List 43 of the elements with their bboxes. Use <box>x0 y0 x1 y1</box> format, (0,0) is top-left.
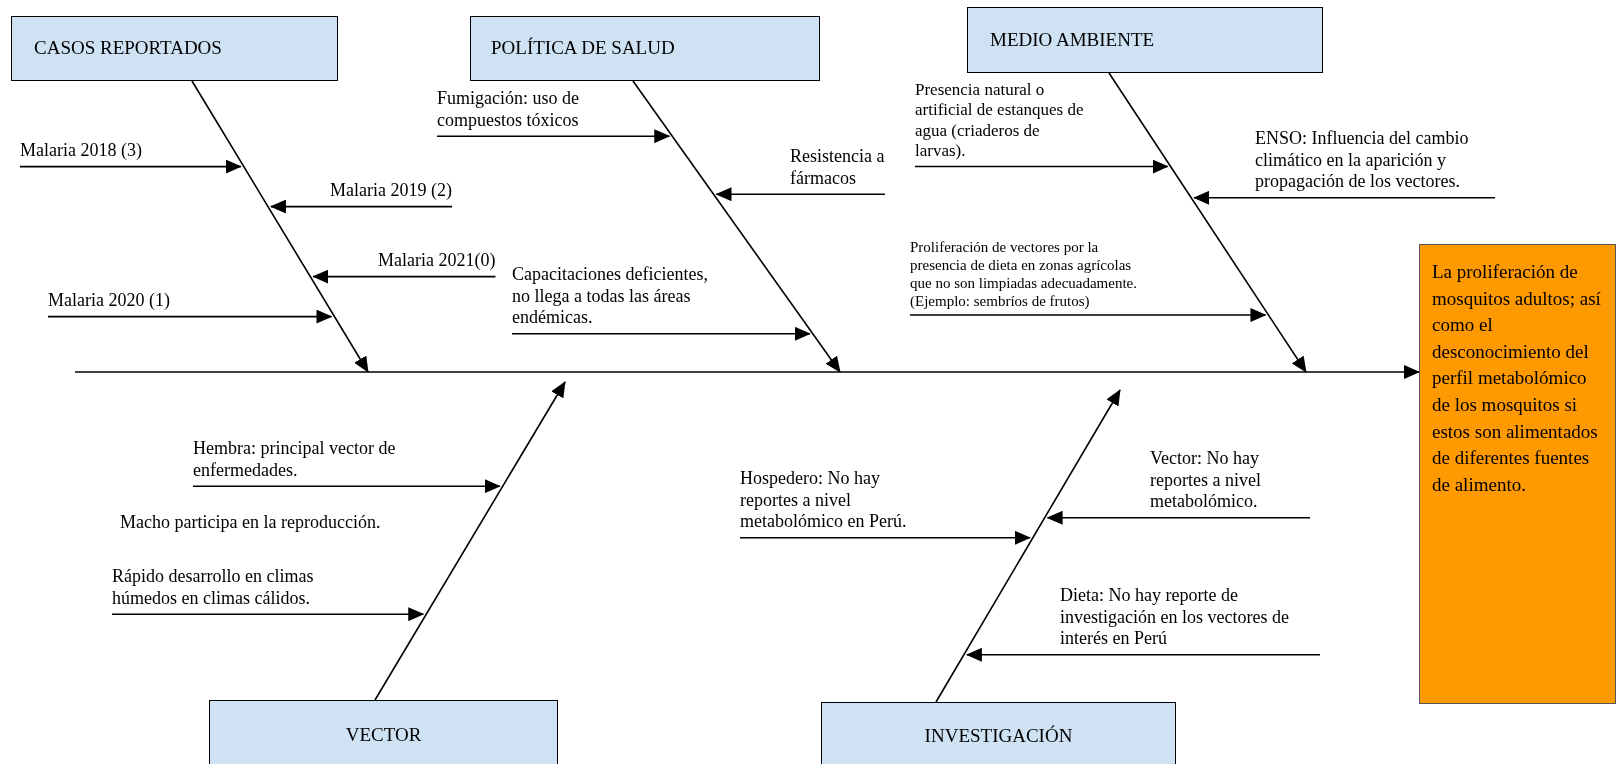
arrow <box>19 159 242 174</box>
cause-text: Resistencia a fármacos <box>790 146 885 190</box>
cause-text: Rápido desarrollo en climas húmedos en climas cálidos. <box>112 566 382 610</box>
cause-text: Fumigación: uso de compuestos tóxicos <box>437 88 637 132</box>
arrow <box>312 269 497 284</box>
cause-text: Malaria 2018 (3) <box>20 140 142 162</box>
arrow <box>74 365 1420 379</box>
arrow <box>715 187 886 202</box>
arrow <box>965 647 1321 662</box>
cause-text: Dieta: No hay reporte de investigación en los vectores de interés en Perú <box>1060 585 1320 650</box>
category-box: MEDIO AMBIENTE <box>967 7 1323 73</box>
effect-box: La proliferación de mosquitos adultos; así como el desconocimiento del perfil metabolómico de los mosquitos si estos son alimentados de diferentes fuentes de alimento. <box>1419 244 1616 704</box>
arrow <box>192 479 501 494</box>
category-box: POLÍTICA DE SALUD <box>470 16 820 81</box>
cause-text: Proliferación de vectores por la presencia de dieta en zonas agrícolas que no son limpiadas adecuadamente. (Ejemplo: sembríos de frutos) <box>910 238 1145 310</box>
arrow <box>1108 72 1307 373</box>
arrow <box>374 381 566 701</box>
arrow <box>914 159 1169 174</box>
cause-text: Malaria 2020 (1) <box>48 290 170 312</box>
cause-text: Macho participa en la reproducción. <box>120 512 381 533</box>
arrow <box>909 308 1267 322</box>
cause-text: Presencia natural o artificial de estanques de agua (criaderos de larvas). <box>915 80 1090 162</box>
arrow <box>1193 190 1496 205</box>
arrow <box>269 199 453 214</box>
cause-text: Hembra: principal vector de enfermedades. <box>193 438 493 482</box>
arrow <box>191 80 369 373</box>
arrow <box>47 309 333 324</box>
cause-text: Capacitaciones deficientes, no llega a todas las áreas endémicas. <box>512 264 712 329</box>
arrow <box>935 389 1121 703</box>
category-box: CASOS REPORTADOS <box>11 16 338 81</box>
category-box: VECTOR <box>209 700 558 764</box>
arrow <box>511 326 811 341</box>
cause-text: ENSO: Influencia del cambio climático en la aparición y propagación de los vectores. <box>1255 128 1495 193</box>
arrow <box>632 80 841 373</box>
cause-text: Hospedero: No hay reportes a nivel metabolómico en Perú. <box>740 468 940 533</box>
cause-text: Vector: No hay reportes a nivel metabolómico. <box>1150 448 1310 513</box>
arrow <box>111 607 425 622</box>
arrow <box>436 129 671 144</box>
arrow <box>1046 510 1311 525</box>
cause-text: Malaria 2021(0) <box>378 250 496 272</box>
arrow <box>739 530 1031 545</box>
category-box: INVESTIGACIÓN <box>821 702 1176 764</box>
cause-text: Malaria 2019 (2) <box>330 180 452 202</box>
